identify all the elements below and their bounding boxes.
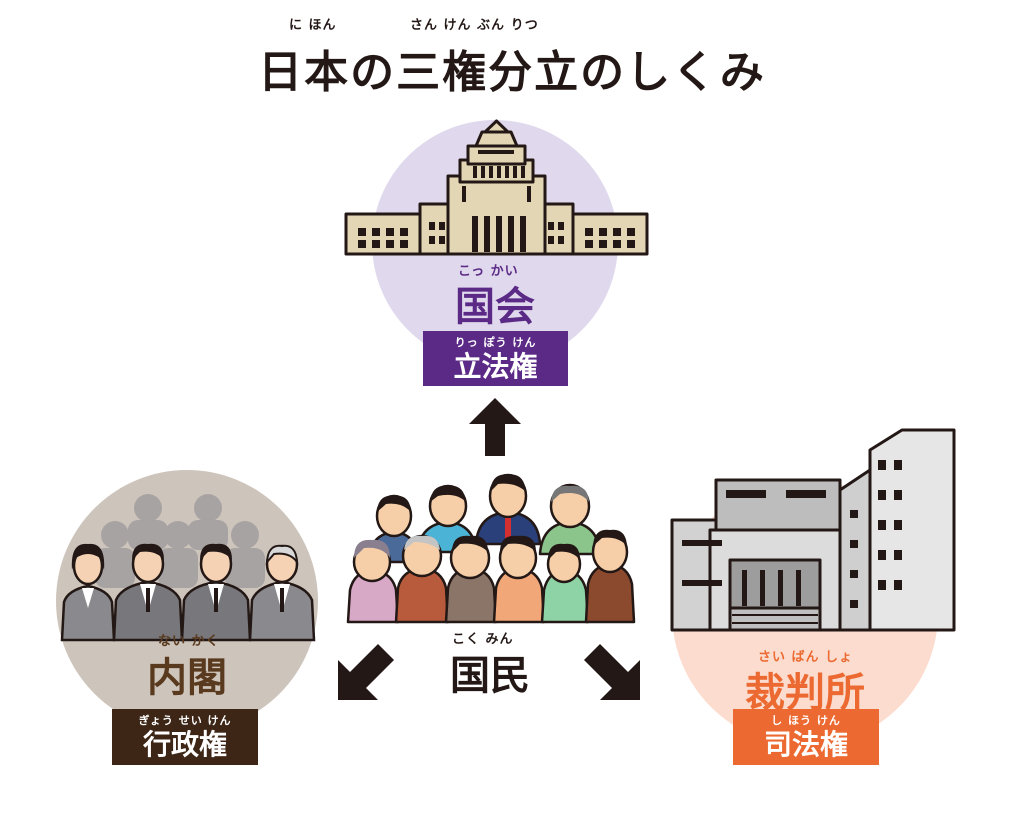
legislative-power-box: りっ ぽう けん 立法権 <box>423 331 568 386</box>
title-ruby-sanken: さん けん ぶん りつ <box>410 18 539 33</box>
judicial-power-ruby: し ほう けん <box>771 714 841 727</box>
diet-building-icon <box>344 119 649 256</box>
supreme-court-building-icon <box>670 428 956 632</box>
citizens-ruby: こく みん <box>452 632 514 647</box>
legislative-power-label: 立法権 <box>453 350 538 383</box>
down-left-arrow-icon <box>338 644 394 700</box>
citizens-crowd-icon <box>346 473 636 624</box>
cabinet-members-icon <box>60 494 316 642</box>
cabinet-ruby: ない かく <box>158 634 220 649</box>
diet-name: 国会 <box>455 284 535 330</box>
cabinet-name: 内閣 <box>147 655 227 701</box>
legislative-power-ruby: りっ ぽう けん <box>454 336 537 349</box>
citizens-name: 国民 <box>450 653 530 699</box>
title-ruby-nihon: に ほん <box>289 18 337 33</box>
executive-power-ruby: ぎょう せい けん <box>138 714 232 727</box>
diet-ruby: こっ かい <box>458 264 519 279</box>
court-ruby: さい ばん しょ <box>758 650 854 665</box>
down-right-arrow-icon <box>584 644 640 700</box>
judicial-power-box: し ほう けん 司法権 <box>733 709 879 765</box>
up-arrow-icon <box>469 398 521 456</box>
court-name: 裁判所 <box>745 670 865 716</box>
judicial-power-label: 司法権 <box>763 728 848 761</box>
executive-power-box: ぎょう せい けん 行政権 <box>112 709 258 765</box>
executive-power-label: 行政権 <box>142 728 227 761</box>
page-title: 日本の三権分立のしくみ <box>258 47 766 98</box>
